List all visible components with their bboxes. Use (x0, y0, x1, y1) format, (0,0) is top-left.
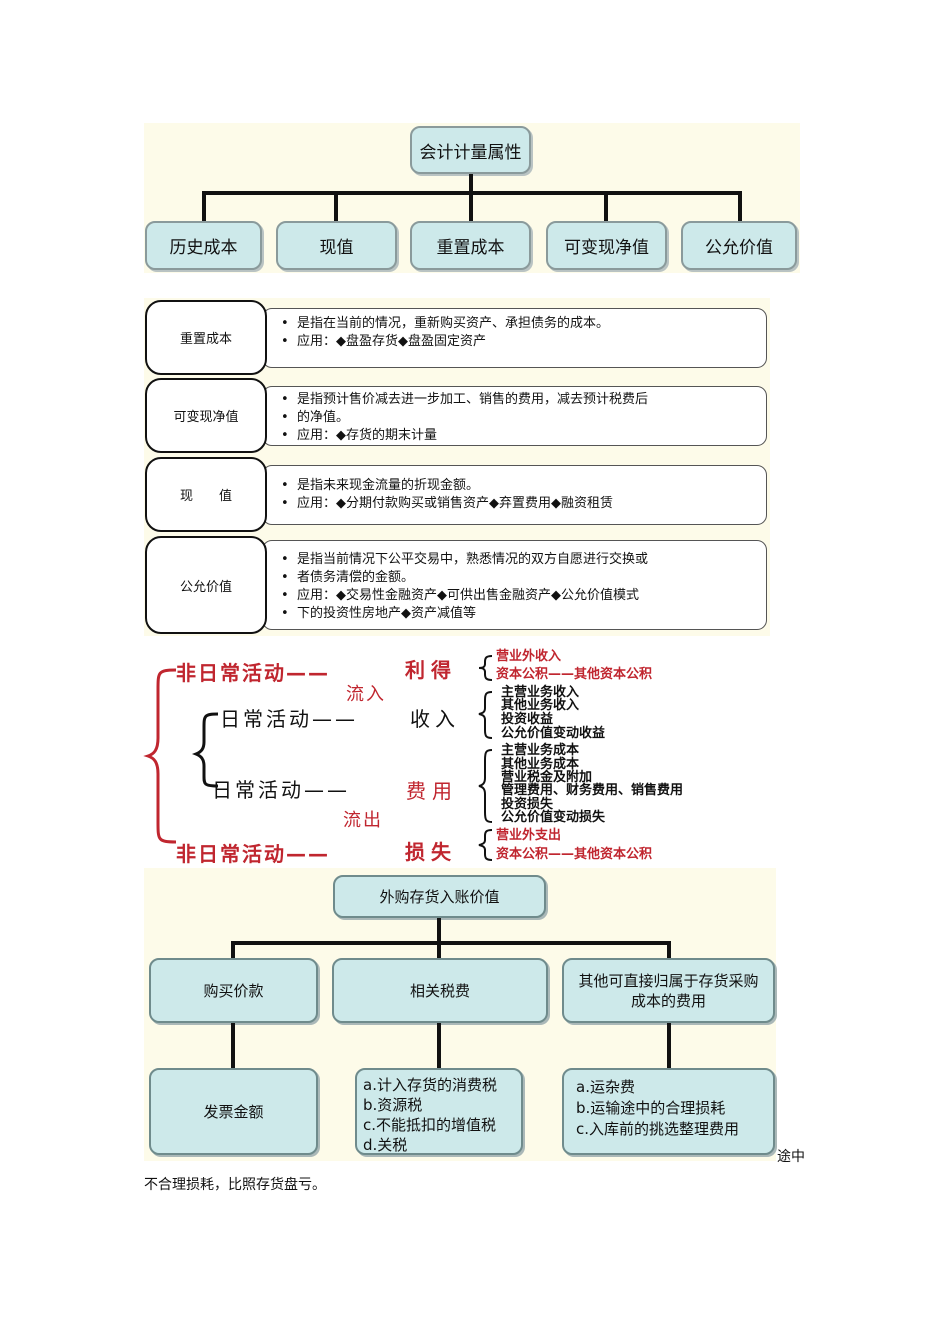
flow-income-item: 投资收益 (501, 712, 554, 727)
flow-losses-item: 资本公积——其他资本公积 (496, 847, 653, 862)
leaf-other-cost-list: a.运杂费 b.运输途中的合理损耗 c.入库前的挑选整理费用 (562, 1068, 775, 1155)
flow-expense-item: 管理费用、财务费用、销售费用 (501, 783, 684, 798)
connector (334, 191, 338, 221)
footer-text: 不合理损耗，比照存货盘亏。 (144, 1177, 326, 1193)
definition-box: 是指在当前的情况，重新购买资产、承担债务的成本。 应用：◆盘盈存货◆盘盈固定资产 (262, 308, 767, 368)
node-label: 其他可直接归属于存货采购成本的费用 (578, 971, 759, 1010)
node-replacement-cost: 重置成本 (410, 221, 531, 270)
flow-braces (143, 655, 493, 861)
flow-expense-item: 其他业务成本 (501, 757, 580, 772)
definition-line: 应用：◆盘盈存货◆盘盈固定资产 (281, 333, 756, 351)
node-label: 购买价款 (203, 982, 264, 1000)
definition-label: 公允价值 (145, 536, 267, 634)
connector (231, 941, 671, 945)
node-label: 相关税费 (409, 982, 470, 1000)
flow-gains-item: 营业外收入 (496, 649, 562, 664)
connector (469, 174, 473, 194)
flow-income-item: 主营业务收入 (501, 685, 580, 700)
node-present-value: 现值 (276, 221, 397, 270)
flow-outflow-label: 流出 (343, 810, 383, 831)
definition-label: 重置成本 (145, 300, 267, 375)
node-fair-value: 公允价值 (681, 221, 797, 270)
flow-nonroutine-bottom: 非日常活动—— (176, 842, 330, 866)
node-net-realizable-value: 可变现净值 (546, 221, 667, 270)
root-node: 外购存货入账价值 (333, 875, 546, 918)
definition-label: 现 值 (145, 457, 267, 532)
connector (469, 191, 473, 221)
connector (231, 941, 235, 959)
leaf-item: a.计入存货的消费税 (363, 1076, 497, 1094)
definition-line: 应用：◆交易性金融资产◆可供出售金融资产◆公允价值模式 (281, 587, 756, 605)
connector (437, 1023, 441, 1069)
definition-line: 是指在当前的情况，重新购买资产、承担债务的成本。 (281, 315, 756, 333)
flow-expense-item: 投资损失 (501, 797, 554, 812)
definition-line: 者债务清偿的金额。 (281, 569, 756, 587)
flow-losses: 损失 (405, 840, 457, 864)
flow-inflow-label: 流入 (346, 684, 386, 705)
flow-gains: 利得 (405, 658, 457, 682)
definition-line: 是指当前情况下公平交易中，熟悉情况的双方自愿进行交换或 (281, 551, 756, 569)
node-other-costs: 其他可直接归属于存货采购成本的费用 (562, 958, 775, 1023)
definition-box: 是指预计售价减去进一步加工、销售的费用，减去预计税费后 的净值。 应用：◆存货的… (262, 386, 767, 446)
node-historical-cost: 历史成本 (145, 221, 262, 270)
flow-routine-in: 日常活动—— (220, 707, 358, 731)
flow-expense-item: 主营业务成本 (501, 743, 580, 758)
definition-line: 是指未来现金流量的折现金额。 (281, 477, 756, 495)
definition-label: 可变现净值 (145, 378, 267, 453)
root-node: 会计计量属性 (410, 126, 531, 174)
flow-income-item: 公允价值变动收益 (501, 726, 606, 741)
leaf-item: b.运输途中的合理损耗 (576, 1099, 726, 1117)
flow-income: 收入 (410, 707, 460, 731)
connector (667, 941, 671, 959)
flow-nonroutine-top: 非日常活动—— (176, 661, 330, 685)
node-related-taxes: 相关税费 (332, 958, 548, 1023)
leaf-item: c.不能抵扣的增值税 (363, 1116, 497, 1134)
definition-line: 应用：◆分期付款购买或销售资产◆弃置费用◆融资租赁 (281, 495, 756, 513)
flow-losses-item: 营业外支出 (496, 828, 562, 843)
footer-tail: 途中 (777, 1149, 805, 1165)
leaf-item: c.入库前的挑选整理费用 (576, 1120, 740, 1138)
leaf-invoice-amount: 发票金额 (149, 1068, 318, 1155)
root-node-label: 外购存货入账价值 (379, 888, 500, 906)
definition-line: 下的投资性房地产◆资产减值等 (281, 605, 756, 623)
connector (437, 918, 441, 944)
flow-routine-out: 日常活动—— (212, 778, 350, 802)
flow-expense-item: 公允价值变动损失 (501, 810, 606, 825)
connector (738, 191, 742, 221)
leaf-tax-list: a.计入存货的消费税 b.资源税 c.不能抵扣的增值税 d.关税 (355, 1068, 523, 1155)
connector (202, 191, 206, 221)
connector (437, 941, 441, 959)
definition-line: 是指预计售价减去进一步加工、销售的费用，减去预计税费后 (281, 391, 756, 409)
leaf-item: d.关税 (363, 1136, 408, 1154)
flow-expense-item: 营业税金及附加 (501, 770, 593, 785)
definition-box: 是指未来现金流量的折现金额。 应用：◆分期付款购买或销售资产◆弃置费用◆融资租赁 (262, 465, 767, 525)
flow-gains-item: 资本公积——其他资本公积 (496, 667, 653, 682)
leaf-item: a.运杂费 (576, 1078, 635, 1096)
flow-income-item: 其他业务收入 (501, 698, 580, 713)
flow-expenses: 费用 (406, 779, 458, 803)
connector (667, 1023, 671, 1069)
node-purchase-price: 购买价款 (149, 958, 318, 1023)
definition-line: 应用：◆存货的期末计量 (281, 427, 756, 445)
leaf-label: 发票金额 (203, 1103, 264, 1121)
connector (231, 1023, 235, 1069)
definition-line: 的净值。 (281, 409, 756, 427)
definition-box: 是指当前情况下公平交易中，熟悉情况的双方自愿进行交换或 者债务清偿的金额。 应用… (262, 540, 767, 630)
connector (604, 191, 608, 221)
leaf-item: b.资源税 (363, 1096, 423, 1114)
